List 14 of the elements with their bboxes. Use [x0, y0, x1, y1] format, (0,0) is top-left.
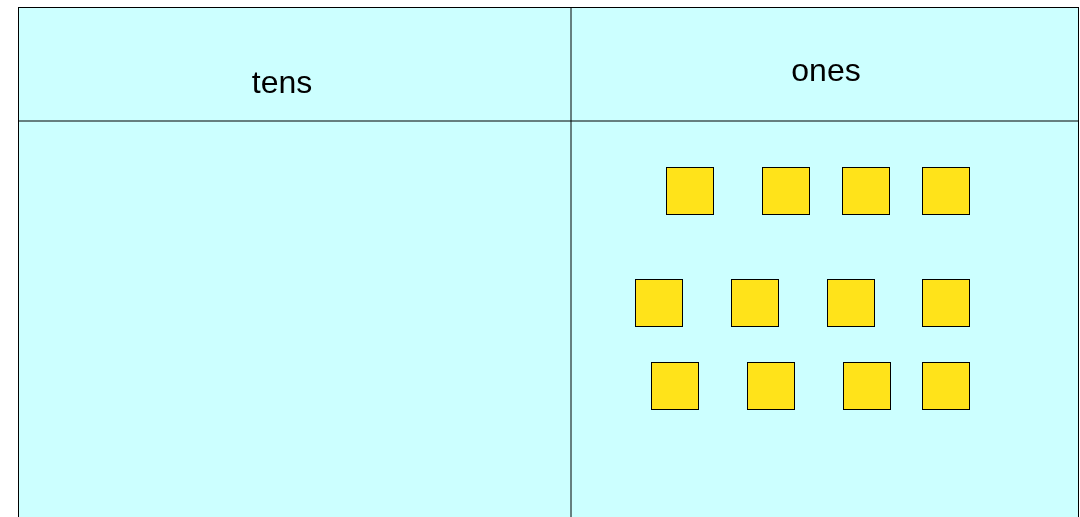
unit-square — [635, 279, 683, 327]
unit-square — [762, 167, 810, 215]
unit-square — [731, 279, 779, 327]
unit-square — [747, 362, 795, 410]
unit-square — [922, 167, 970, 215]
unit-square — [922, 362, 970, 410]
unit-square — [666, 167, 714, 215]
unit-square — [651, 362, 699, 410]
column-heading: ones — [791, 51, 861, 89]
unit-square — [843, 362, 891, 410]
column-heading: tens — [251, 63, 313, 101]
unit-square — [827, 279, 875, 327]
unit-square — [842, 167, 890, 215]
unit-square — [922, 279, 970, 327]
